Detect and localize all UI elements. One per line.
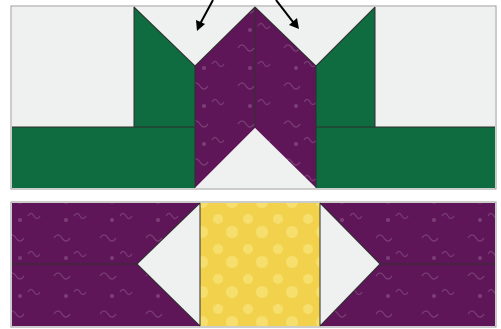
yellow-square	[200, 203, 320, 326]
white-square-left	[12, 7, 134, 127]
top-tulip-block	[11, 6, 496, 189]
green-strip-right	[316, 127, 495, 188]
white-square-right	[375, 7, 495, 127]
bottom-strip-block	[11, 202, 496, 327]
green-strip-left	[12, 127, 195, 188]
